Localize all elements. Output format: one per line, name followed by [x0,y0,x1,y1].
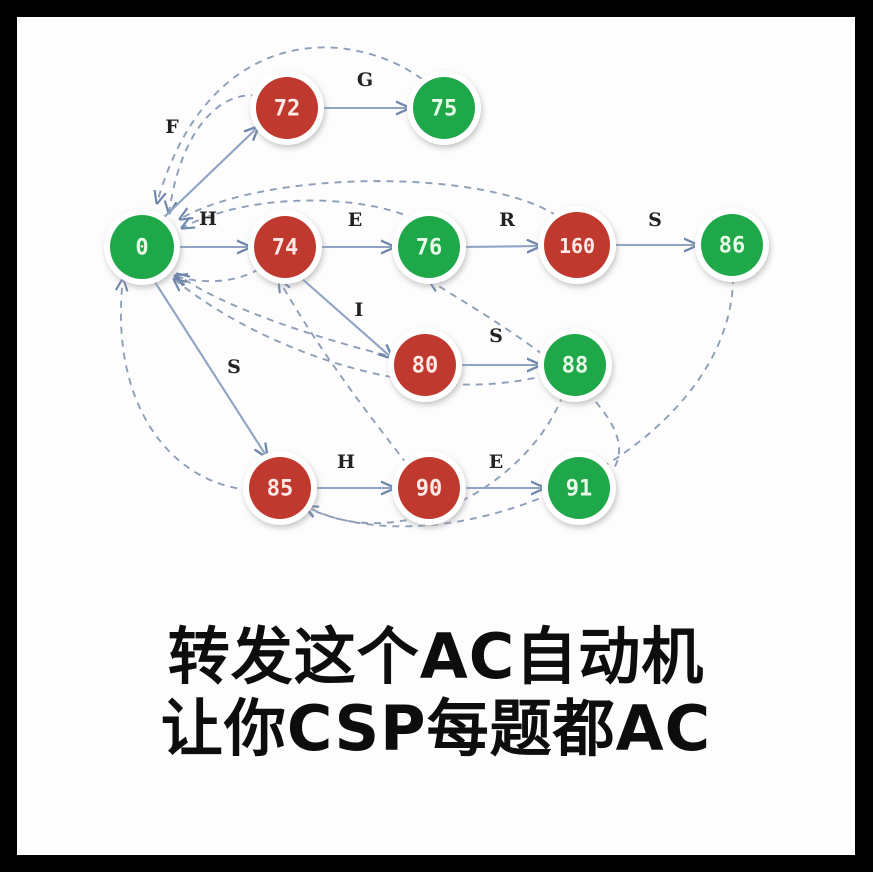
graph-node-76[interactable]: 76 [392,210,466,284]
node-body [249,457,311,519]
node-label: 85 [267,477,294,502]
graph-node-90[interactable]: 90 [392,451,466,525]
node-body [394,334,456,396]
node-body [110,215,174,279]
goto-edge-0-to-85 [152,278,267,457]
node-label: 91 [566,477,593,502]
edge-label-n0-n72: F [165,116,179,138]
edge-label-n0-n74: H [199,208,217,230]
edge-label-layer: F G H E R S I S S H E [165,69,662,473]
graph-node-86[interactable]: 86 [695,208,769,282]
fail-edge-160-to-0 [180,180,558,219]
fail-edge-75-to-0 [157,46,423,203]
node-label: 90 [416,477,443,502]
node-body [548,457,610,519]
graph-node-80[interactable]: 80 [388,328,462,402]
goto-edge-74-to-80 [299,276,392,358]
node-body [701,214,763,276]
fail-edge-80-to-0 [177,274,399,359]
diagram-canvas: 0 72 75 74 76 160 86 80 88 85 90 91 F G H E R S I S S H E 转发这… [17,17,855,855]
edge-label-n74-n76: E [348,209,362,231]
fail-edge-90-to-74 [279,280,408,465]
edge-label-n80-n88: S [489,325,503,347]
node-body [544,212,610,278]
node-label: 88 [562,354,589,379]
graph-node-88[interactable]: 88 [538,328,612,402]
node-body [544,334,606,396]
fail-edge-86-to-85 [305,276,734,528]
edge-label-n160-n86: S [648,209,662,231]
node-label: 72 [274,97,301,122]
node-body [413,77,475,139]
node-label: 75 [431,97,458,122]
node-body [254,216,316,278]
goto-edge-76-to-160 [461,246,540,247]
graph-node-74[interactable]: 74 [248,210,322,284]
caption-block: 转发这个AC自动机 让你CSP每题都AC [17,621,855,765]
graph-node-72[interactable]: 72 [250,71,324,145]
node-body [398,216,460,278]
fail-edge-88-to-0 [174,279,548,386]
node-label: 76 [416,236,443,261]
caption-line-1: 转发这个AC自动机 [167,620,705,693]
node-label: 86 [719,234,746,259]
fail-edge-85-to-0 [121,279,251,491]
node-label: 80 [412,354,439,379]
edge-label-n85-n90: H [337,451,355,473]
node-layer: 0 72 75 74 76 160 86 80 88 85 90 91 [104,71,769,525]
automaton-graph: 0 72 75 74 76 160 86 80 88 85 90 91 F G H E R S I S S H E [104,46,769,528]
node-body [256,77,318,139]
node-body [398,457,460,519]
graph-node-85[interactable]: 85 [243,451,317,525]
node-label: 0 [135,236,148,261]
graph-node-160[interactable]: 160 [538,206,616,284]
goto-edge-0-to-72 [157,127,258,224]
graph-node-75[interactable]: 75 [407,71,481,145]
fail-edge-72-to-0 [169,94,259,213]
caption-line-2: 让你CSP每题都AC [160,692,712,765]
edge-label-n74-n80: I [355,299,364,321]
edge-label-n90-n91: E [489,451,503,473]
edge-label-n76-n160: R [499,209,515,231]
node-label: 74 [272,236,299,261]
edge-label-n72-n75: G [357,69,373,91]
goto-edge-layer [152,108,697,488]
node-label: 160 [559,234,595,258]
graph-node-91[interactable]: 91 [542,451,616,525]
fail-edge-76-to-0 [182,199,416,228]
edge-label-n0-n85: S [227,356,241,378]
graph-node-0[interactable]: 0 [104,209,180,285]
fail-edge-74-to-0 [175,268,260,281]
